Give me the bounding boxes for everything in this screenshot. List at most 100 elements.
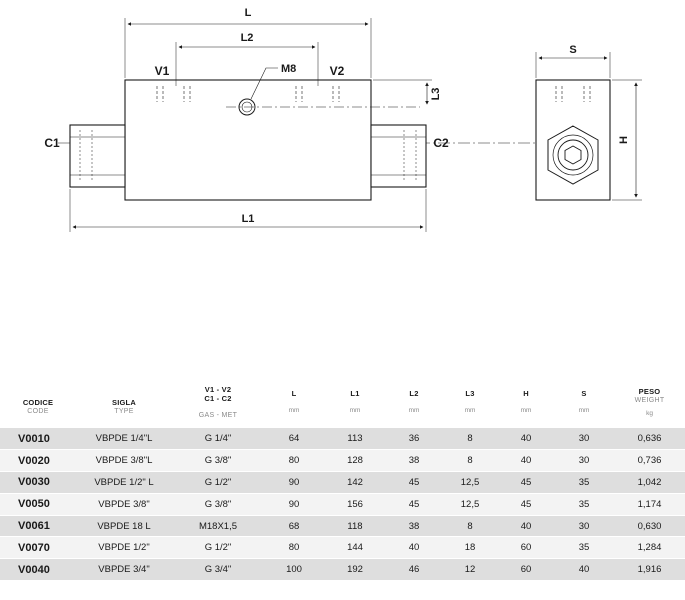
cell-weight: 1,284 (614, 536, 685, 560)
cell-thread: G 1/2" (172, 536, 264, 560)
cell-thread: M18X1,5 (172, 515, 264, 538)
cell-s: 30 (554, 449, 614, 473)
header-thread: V1 - V2 C1 - C2 GAS - MET (172, 376, 264, 428)
cell-l3: 8 (442, 515, 498, 538)
fitting-c1 (69, 124, 126, 188)
label-c1: C1 (44, 136, 60, 150)
cell-type: VBPDE 1/4"L (76, 428, 172, 451)
end-view (535, 52, 642, 201)
cell-l1: 128 (324, 449, 386, 473)
cell-type: VBPDE 1/2" (76, 536, 172, 560)
label-v2: V2 (330, 64, 345, 78)
cell-l1: 142 (324, 471, 386, 494)
cell-type: VBPDE 1/2" L (76, 471, 172, 494)
cell-thread: G 3/8" (172, 449, 264, 473)
cell-s: 40 (554, 558, 614, 582)
cell-h: 45 (498, 493, 554, 516)
cell-l1: 113 (324, 428, 386, 451)
cell-h: 45 (498, 471, 554, 494)
cell-h: 60 (498, 558, 554, 582)
label-c2: C2 (433, 136, 449, 150)
header-l2: L2 mm (386, 376, 442, 428)
cell-weight: 1,916 (614, 558, 685, 582)
cell-weight: 0,636 (614, 428, 685, 451)
label-l2: L2 (241, 32, 254, 44)
cell-weight: 1,042 (614, 471, 685, 494)
cell-weight: 0,736 (614, 449, 685, 473)
cell-weight: 0,630 (614, 515, 685, 538)
cell-h: 40 (498, 428, 554, 451)
cell-s: 35 (554, 536, 614, 560)
cell-l2: 45 (386, 493, 442, 516)
label-m8: M8 (281, 63, 296, 75)
cell-code: V0070 (0, 536, 76, 560)
cell-type: VBPDE 3/4" (76, 558, 172, 582)
cell-l3: 8 (442, 449, 498, 473)
cell-l: 80 (264, 536, 324, 560)
cell-l3: 8 (442, 428, 498, 451)
table-header-row: CODICE CODE SIGLA TYPE V1 - V2 C1 - C2 G… (0, 376, 685, 428)
cell-type: VBPDE 3/8"L (76, 449, 172, 473)
header-l3: L3 mm (442, 376, 498, 428)
cell-code: V0061 (0, 515, 76, 538)
cell-l2: 36 (386, 428, 442, 451)
cell-code: V0050 (0, 493, 76, 516)
header-s: S mm (554, 376, 614, 428)
cell-l1: 118 (324, 515, 386, 538)
header-weight: PESO WEIGHT kg (614, 376, 685, 428)
header-h: H mm (498, 376, 554, 428)
cell-thread: G 1/4" (172, 428, 264, 451)
cell-s: 35 (554, 493, 614, 516)
hex-fitting (547, 125, 599, 185)
cell-thread: G 3/8" (172, 493, 264, 516)
cell-l1: 144 (324, 536, 386, 560)
side-view (58, 18, 555, 232)
cell-l: 80 (264, 449, 324, 473)
header-l1: L1 mm (324, 376, 386, 428)
label-h: H (618, 136, 630, 144)
cell-l2: 38 (386, 449, 442, 473)
cell-type: VBPDE 18 L (76, 515, 172, 538)
cell-l: 68 (264, 515, 324, 538)
header-l: L mm (264, 376, 324, 428)
cell-thread: G 3/4" (172, 558, 264, 582)
technical-drawing: L L2 V1 V2 M8 L3 C1 C2 L1 S H (44, 7, 642, 232)
cell-l1: 192 (324, 558, 386, 582)
cell-l: 90 (264, 471, 324, 494)
cell-s: 30 (554, 428, 614, 451)
cell-h: 40 (498, 449, 554, 473)
cell-code: V0040 (0, 558, 76, 582)
fitting-c2 (370, 124, 427, 188)
cell-code: V0030 (0, 471, 76, 494)
valve-body (124, 79, 372, 201)
cell-weight: 1,174 (614, 493, 685, 516)
cell-l3: 12,5 (442, 471, 498, 494)
label-l1: L1 (242, 213, 255, 225)
cell-l3: 18 (442, 536, 498, 560)
cell-s: 30 (554, 515, 614, 538)
cell-l2: 38 (386, 515, 442, 538)
cell-l: 90 (264, 493, 324, 516)
cell-h: 60 (498, 536, 554, 560)
label-l3: L3 (430, 88, 442, 101)
label-v1: V1 (155, 64, 170, 78)
cell-l: 100 (264, 558, 324, 582)
label-s: S (569, 44, 576, 56)
cell-l3: 12 (442, 558, 498, 582)
header-code: CODICE CODE (0, 376, 76, 428)
cell-l1: 156 (324, 493, 386, 516)
cell-type: VBPDE 3/8" (76, 493, 172, 516)
cell-thread: G 1/2" (172, 471, 264, 494)
cell-l: 64 (264, 428, 324, 451)
spec-table: CODICE CODE SIGLA TYPE V1 - V2 C1 - C2 G… (0, 376, 685, 582)
cell-l2: 46 (386, 558, 442, 582)
cell-l3: 12,5 (442, 493, 498, 516)
